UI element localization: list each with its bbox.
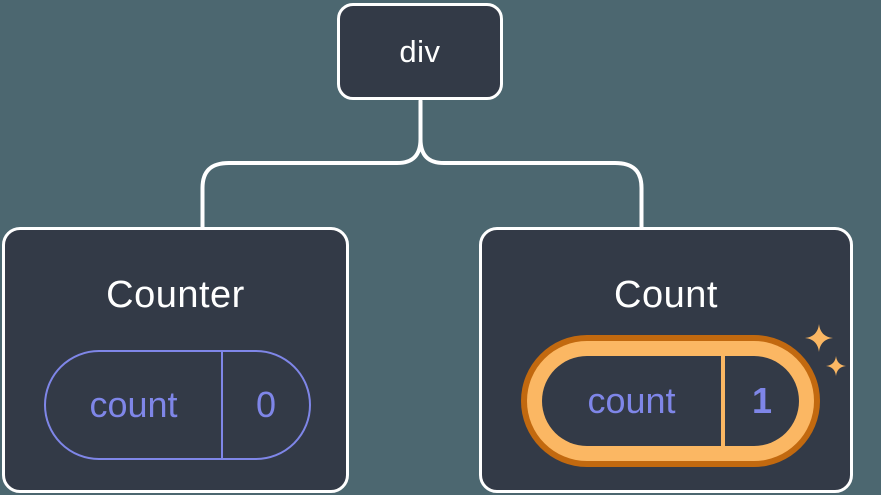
component-title: Count <box>614 274 718 316</box>
state-key-label: count <box>89 384 178 425</box>
component-title: Counter <box>106 274 245 316</box>
pill-divider <box>721 356 725 446</box>
state-pill: count 0 <box>44 350 311 460</box>
state-pill-core: count 1 <box>542 356 799 446</box>
root-node-div: div <box>337 3 503 100</box>
component-card-count: Count count 1 <box>479 227 853 493</box>
sparkle-large <box>805 324 833 352</box>
sparkle-small <box>826 356 846 376</box>
state-key-label: count <box>587 380 676 421</box>
state-pill-highlighted: count 1 <box>521 335 820 467</box>
state-value: 0 <box>255 384 277 425</box>
component-card-counter: Counter count 0 <box>2 227 349 493</box>
sparkle-icon <box>805 324 846 376</box>
highlight-ring: count 1 <box>527 341 814 461</box>
root-node-label: div <box>399 33 441 69</box>
connector-branch-right <box>418 137 644 230</box>
connector-branch-left <box>200 137 423 230</box>
state-value: 1 <box>751 380 773 421</box>
pill-divider <box>221 352 223 458</box>
